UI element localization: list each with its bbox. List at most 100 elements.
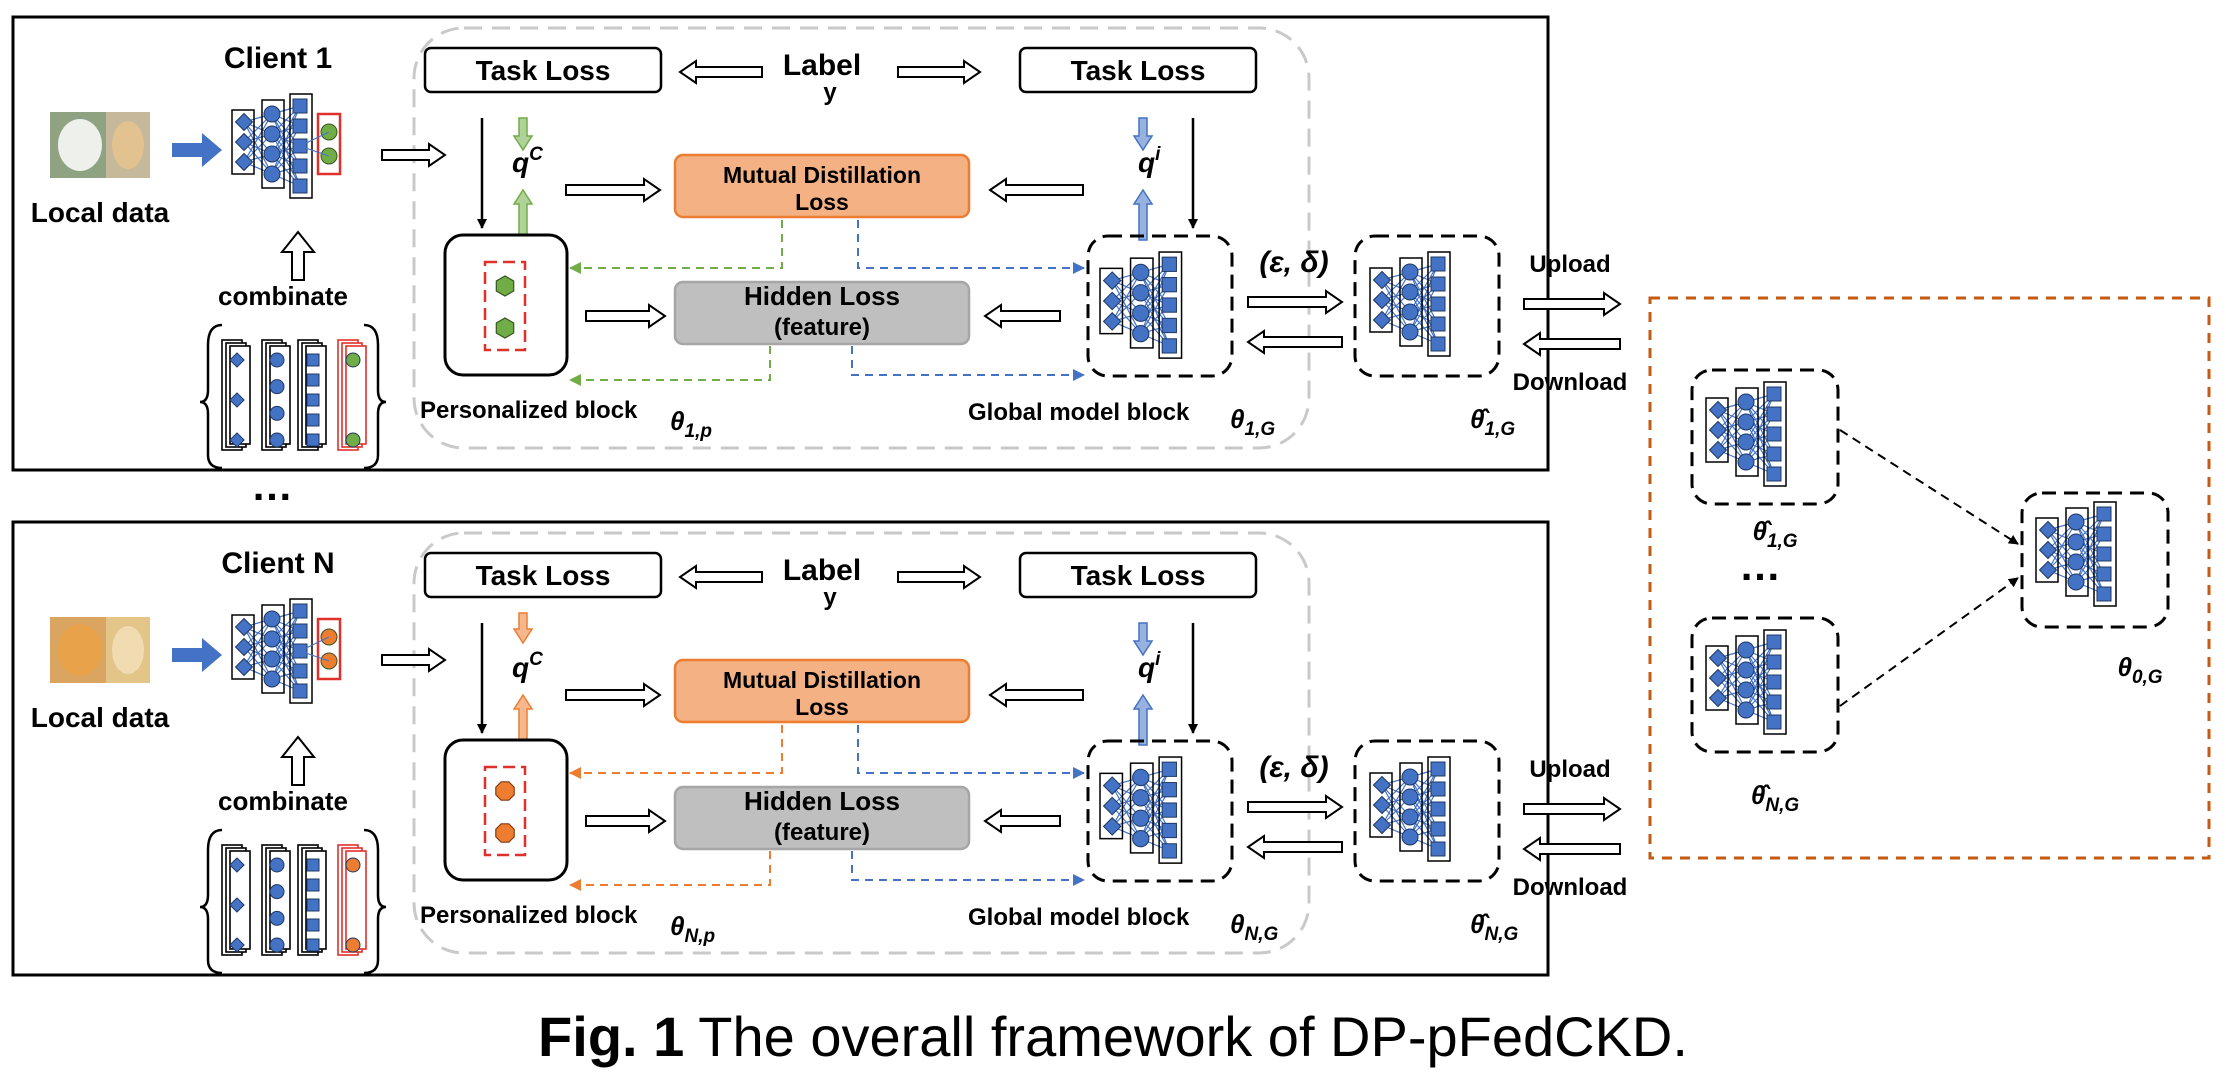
personalized-block (443, 738, 569, 882)
layer-frame (1129, 762, 1154, 854)
input-arrow (172, 638, 222, 672)
net-edge (271, 610, 301, 680)
client-network (231, 93, 342, 199)
net-node-circle (1132, 829, 1150, 848)
net-edge (299, 650, 330, 662)
net-node-circle (1737, 433, 1755, 451)
local-data-label: Local data (31, 197, 170, 228)
net-node-diamond (1372, 310, 1392, 330)
layer-frame (1705, 645, 1729, 711)
mutual-distillation-box (673, 153, 971, 219)
personalized-node (495, 275, 515, 297)
net-node-square (1161, 822, 1177, 839)
layer-frame (1399, 762, 1423, 852)
personalized-block-label: Personalized block (420, 397, 638, 424)
upload-label: Upload (1529, 251, 1610, 278)
net-node-circle (1132, 324, 1150, 343)
hidden-to-personal-flow (569, 346, 771, 386)
hidden-to-global-flow (851, 851, 1085, 886)
stack-node (269, 884, 285, 900)
layer-frame (1399, 257, 1423, 347)
net-node-square (1766, 654, 1782, 670)
server-region: θ̂1,G … θ̂N,G θ0,G (1648, 296, 2211, 860)
net-node-square (2096, 586, 2112, 602)
layer-frame (1099, 772, 1124, 840)
net-edge (1140, 284, 1170, 334)
layer-frame (1427, 251, 1451, 357)
net-node-circle (1737, 393, 1755, 411)
download-arrow (1522, 836, 1621, 862)
net-node-square (1430, 841, 1446, 857)
client-local-region (412, 531, 1311, 955)
net-node-circle (1401, 768, 1419, 786)
net-edge (2047, 521, 2077, 571)
server-theta-n-label: θ̂N,G (1751, 780, 1800, 816)
stack-node (269, 432, 285, 448)
client-title: Client 1 (224, 42, 332, 75)
task-loss-left-box (423, 551, 663, 599)
mutual-to-global-flow (857, 220, 1085, 274)
net-node-circle (1401, 808, 1419, 826)
stack-node (306, 918, 320, 932)
net-node-diamond (234, 617, 254, 637)
layer-frame (1129, 257, 1154, 349)
net-node-square (1161, 317, 1177, 334)
aggregate-arrow-1 (1839, 429, 2019, 545)
net-node-diamond (1102, 796, 1122, 816)
net-node-circle (1737, 701, 1755, 719)
global-model-block (1086, 234, 1234, 378)
personalized-node (495, 781, 515, 801)
net-edge (1140, 789, 1170, 839)
net-node-square (1766, 714, 1782, 730)
distillation-flows (569, 220, 1085, 386)
layer-frame (261, 604, 285, 694)
net-node-circle (1132, 809, 1150, 827)
net-node-diamond (1708, 668, 1728, 688)
net-node-circle (1737, 453, 1755, 471)
theta-g-label: θ1,G (1230, 404, 1275, 440)
stack-node (269, 857, 285, 873)
net-node-diamond (1372, 290, 1392, 310)
theta-hat-label: θ̂1,G (1470, 404, 1515, 440)
personalized-output-frame (483, 260, 527, 352)
global-to-hidden-arrow (983, 303, 1061, 329)
mutual-to-global-flow (857, 725, 1085, 779)
theta-p-label: θN,p (670, 911, 715, 947)
qc-to-mutual-arrow (565, 682, 662, 708)
layer-frame (1427, 756, 1451, 862)
global-model-frame (1086, 234, 1234, 378)
to-local-arrow (381, 142, 447, 168)
personal-to-hidden-arrow (585, 808, 667, 834)
layer-frame (1369, 772, 1393, 838)
net-node-circle (1132, 263, 1150, 282)
layer-frame (289, 93, 313, 199)
server-model-0-frame (2020, 491, 2170, 629)
stack-node (269, 937, 285, 953)
label-text: Label (783, 554, 861, 587)
global-model-frame (1086, 739, 1234, 883)
download-arrow (1522, 331, 1621, 357)
q-c-top-arrow (512, 612, 534, 645)
net-edge (2075, 513, 2105, 583)
q-i-top-arrow (1132, 622, 1154, 657)
global-model-block-label: Global model block (968, 904, 1190, 931)
stack-node (229, 857, 245, 873)
label-text: Label (783, 49, 861, 82)
hidden-to-personal-flow (569, 851, 771, 891)
stack-node (229, 392, 245, 408)
net-node-diamond (234, 637, 254, 657)
personalized-block-label: Personalized block (420, 902, 638, 929)
server-client-n-model (1690, 616, 1840, 754)
layer-frame (1099, 267, 1124, 335)
right-brace (363, 828, 387, 975)
q-c-label: qC (512, 649, 543, 683)
label-to-right-arrow (897, 564, 982, 590)
net-edge (2075, 533, 2105, 583)
combinate-arrow (279, 230, 317, 281)
hidden-to-global-flow (851, 346, 1085, 381)
net-node-square (1161, 256, 1177, 272)
combinate-stack (199, 323, 387, 470)
net-node-diamond (234, 112, 254, 132)
combinate-arrow (279, 735, 317, 786)
